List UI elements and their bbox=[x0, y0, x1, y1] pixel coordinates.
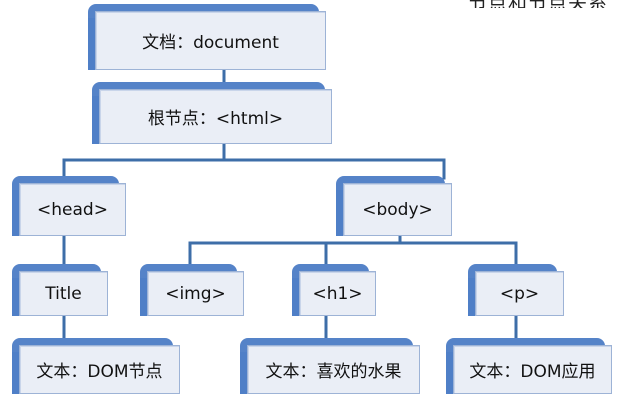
node-document-label: 文档：document bbox=[95, 11, 326, 70]
node-h1-label: <h1> bbox=[299, 271, 376, 316]
node-document: 文档：document bbox=[88, 4, 326, 70]
node-body-label: <body> bbox=[343, 183, 452, 236]
node-text-dom-node: 文本：DOM节点 bbox=[12, 338, 180, 394]
node-h1: <h1> bbox=[292, 264, 376, 316]
node-text-dom-app: 文本：DOM应用 bbox=[446, 338, 612, 394]
node-html-label: 根节点：<html> bbox=[99, 89, 332, 144]
corner-caption: 节点和节点关系 bbox=[468, 0, 622, 8]
node-text-dom-node-label: 文本：DOM节点 bbox=[19, 345, 180, 394]
node-text-fruit-label: 文本：喜欢的水果 bbox=[247, 345, 420, 394]
node-head-label: <head> bbox=[19, 183, 126, 236]
node-p: <p> bbox=[468, 264, 564, 316]
node-img: <img> bbox=[140, 264, 244, 316]
node-img-label: <img> bbox=[147, 271, 244, 316]
node-text-dom-app-label: 文本：DOM应用 bbox=[453, 345, 612, 394]
node-body: <body> bbox=[336, 176, 452, 236]
node-title: Title bbox=[12, 264, 108, 316]
node-head: <head> bbox=[12, 176, 126, 236]
node-p-label: <p> bbox=[475, 271, 564, 316]
node-title-label: Title bbox=[19, 271, 108, 316]
node-text-fruit: 文本：喜欢的水果 bbox=[240, 338, 420, 394]
node-html: 根节点：<html> bbox=[92, 82, 332, 144]
